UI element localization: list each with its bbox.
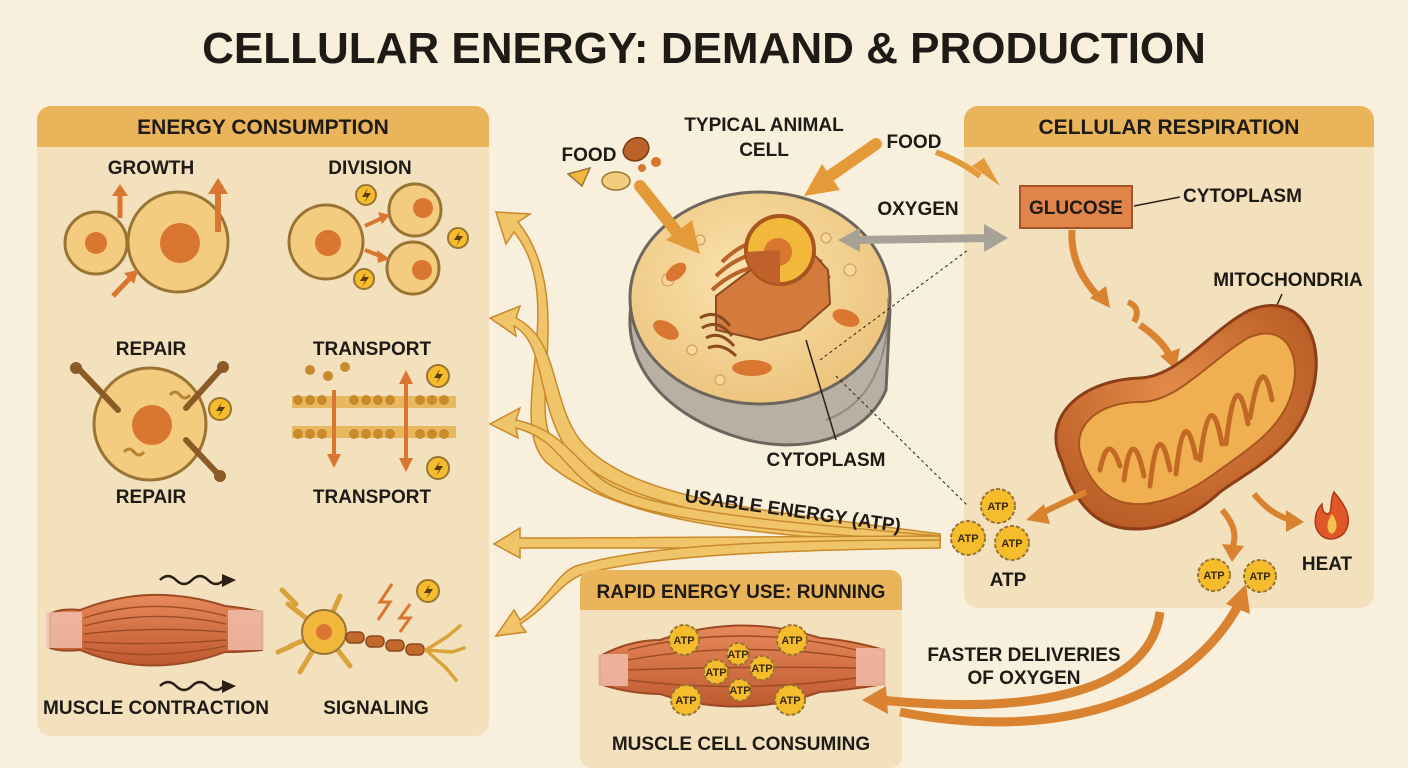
- atp-molecule: ATP: [776, 624, 808, 656]
- atp-output-arrows: [1026, 489, 1304, 562]
- oxygen-label: OXYGEN: [877, 199, 958, 220]
- svg-text:ATP: ATP: [1001, 538, 1022, 550]
- atp-molecule: ATP: [994, 525, 1030, 561]
- transport-label-bottom: TRANSPORT: [313, 487, 432, 508]
- usable-energy-flow-arrows: [488, 211, 941, 637]
- repair-label-top: REPAIR: [116, 339, 187, 360]
- signaling-label: SIGNALING: [323, 698, 429, 719]
- running-panel-header-bg: [580, 570, 902, 610]
- glucose-label: GLUCOSE: [1029, 198, 1123, 219]
- cytoplasm-pointer-line: [805, 339, 837, 441]
- oxygen-delivery-line2: OF OXYGEN: [968, 668, 1081, 689]
- atp-cluster-muscle: ATP ATP ATP ATP ATP ATP ATP ATP: [668, 624, 808, 716]
- growth-icon: [63, 178, 230, 298]
- svg-text:ATP: ATP: [673, 635, 694, 647]
- mitochondria-label: MITOCHONDRIA: [1213, 270, 1363, 291]
- atp-molecule: ATP: [1197, 558, 1231, 592]
- repair-label-bottom: REPAIR: [116, 487, 187, 508]
- muscle-contraction-icon: [46, 574, 264, 693]
- svg-text:ATP: ATP: [1203, 570, 1224, 582]
- atp-molecule: ATP: [670, 684, 702, 716]
- division-icon: [287, 182, 469, 296]
- cell-title-line1: TYPICAL ANIMAL: [684, 115, 844, 136]
- page-title: CELLULAR ENERGY: DEMAND & PRODUCTION: [202, 24, 1206, 73]
- atp-molecule: ATP: [749, 655, 775, 681]
- food-input-arrow-right: [804, 138, 882, 196]
- atp-molecule: ATP: [950, 520, 986, 556]
- growth-label: GROWTH: [108, 158, 195, 179]
- transport-label-top: TRANSPORT: [313, 339, 432, 360]
- energy-consumption-panel: ENERGY CONSUMPTION GROWTH DIVISION: [37, 106, 489, 736]
- mitochondrion-illustration: [1054, 304, 1318, 531]
- svg-text:ATP: ATP: [705, 667, 726, 679]
- svg-text:ATP: ATP: [1249, 571, 1270, 583]
- food-label-right: FOOD: [887, 132, 942, 153]
- food-label-left: FOOD: [562, 145, 617, 166]
- atp-molecule: ATP: [1243, 559, 1277, 593]
- glucose-pointer-line: [1133, 196, 1181, 207]
- cell-cytoplasm-label: CYTOPLASM: [767, 450, 886, 471]
- heat-label: HEAT: [1302, 554, 1353, 575]
- food-to-respiration-arrow: [934, 149, 1000, 186]
- svg-text:ATP: ATP: [957, 533, 978, 545]
- food-input-arrow-left: [634, 180, 700, 254]
- atp-label: ATP: [990, 570, 1027, 591]
- membrane-transport-icon: [292, 362, 456, 480]
- glucose-box: [1019, 185, 1133, 229]
- svg-text:ATP: ATP: [675, 695, 696, 707]
- zoom-line-bottom: [835, 375, 969, 507]
- svg-text:ATP: ATP: [751, 663, 772, 675]
- svg-text:ATP: ATP: [727, 649, 748, 661]
- respiration-panel-header-bg: [964, 106, 1374, 147]
- atp-molecule: ATP: [703, 659, 729, 685]
- zoom-line-top: [819, 249, 969, 361]
- food-pieces-icon: [566, 136, 661, 191]
- atp-molecule: ATP: [668, 624, 700, 656]
- running-header: RAPID ENERGY USE: RUNNING: [597, 582, 886, 603]
- cellular-respiration-panel: CELLULAR RESPIRATION GLUCOSE CYTOPLASM M…: [950, 106, 1374, 608]
- consumption-panel-header-bg: [37, 106, 489, 147]
- consumption-header: ENERGY CONSUMPTION: [137, 116, 389, 139]
- svg-text:ATP: ATP: [781, 635, 802, 647]
- respiration-cytoplasm-label: CYTOPLASM: [1183, 186, 1302, 207]
- muscle-contraction-label: MUSCLE CONTRACTION: [43, 698, 269, 719]
- neuron-signaling-icon: [275, 579, 466, 682]
- repair-icon: [70, 361, 232, 482]
- rapid-energy-running-panel: RAPID ENERGY USE: RUNNING ATP ATP ATP AT…: [580, 570, 902, 768]
- atp-cluster: ATP ATP ATP ATP ATP: [950, 488, 1277, 593]
- svg-text:ATP: ATP: [729, 685, 750, 697]
- atp-molecule: ATP: [774, 684, 806, 716]
- atp-molecule: ATP: [728, 678, 752, 702]
- respiration-header: CELLULAR RESPIRATION: [1039, 116, 1300, 139]
- heat-flame-icon: [1314, 490, 1350, 540]
- oxygen-exchange-arrow: [838, 224, 1008, 252]
- atp-molecule: ATP: [980, 488, 1016, 524]
- division-label: DIVISION: [328, 158, 411, 179]
- svg-text:ATP: ATP: [987, 501, 1008, 513]
- atp-molecule: ATP: [726, 642, 750, 666]
- running-caption: MUSCLE CELL CONSUMING: [612, 734, 870, 755]
- svg-text:ATP: ATP: [779, 695, 800, 707]
- animal-cell-illustration: [628, 190, 892, 447]
- cell-title-line2: CELL: [739, 140, 789, 161]
- oxygen-delivery-loop-arrows: [862, 584, 1250, 727]
- oxygen-delivery-line1: FASTER DELIVERIES: [927, 645, 1120, 666]
